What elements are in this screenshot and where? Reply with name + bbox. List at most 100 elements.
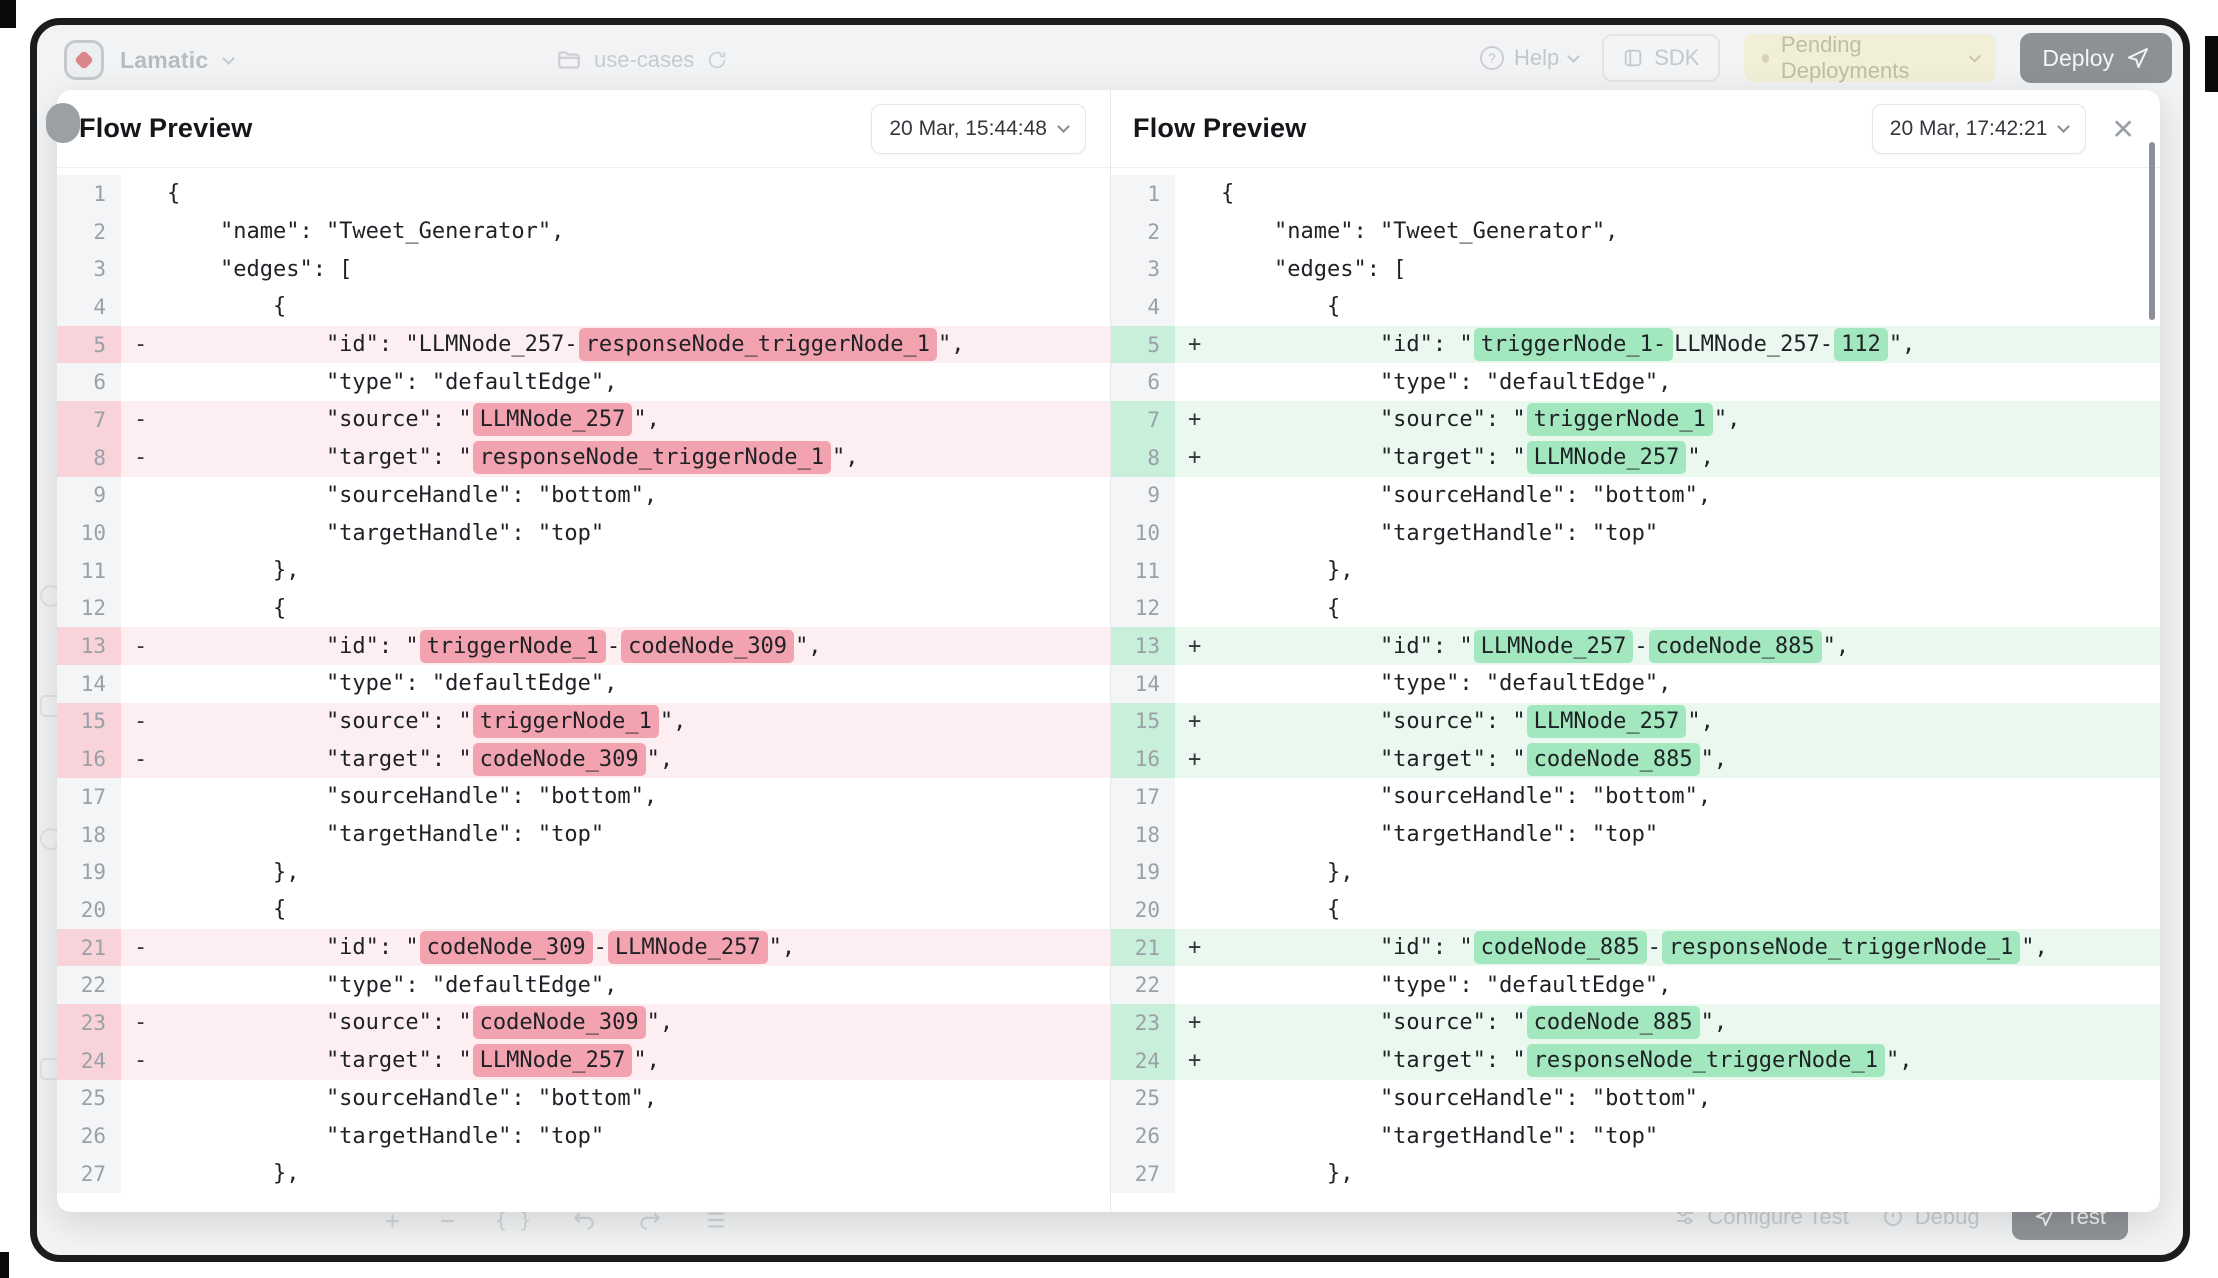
code-text: "sourceHandle": "bottom", bbox=[167, 1085, 658, 1111]
code-line: 17 "sourceHandle": "bottom", bbox=[1111, 778, 2160, 816]
chevron-down-icon bbox=[222, 51, 236, 65]
code-text: "target": "codeNode_885", bbox=[1221, 742, 1727, 776]
line-number: 4 bbox=[1111, 288, 1175, 326]
breadcrumb[interactable]: use-cases bbox=[556, 40, 728, 80]
line-number: 18 bbox=[57, 815, 121, 854]
code-line: 19 }, bbox=[1111, 853, 2160, 892]
code-line: 14 "type": "defaultEdge", bbox=[57, 664, 1110, 703]
code-line: 23- "source": "codeNode_309", bbox=[57, 1004, 1110, 1042]
addition-marker: + bbox=[1188, 746, 1202, 772]
line-number: 9 bbox=[57, 476, 121, 515]
line-number: 3 bbox=[1111, 250, 1175, 289]
sliders-icon bbox=[1677, 1209, 1694, 1225]
code-line: 13- "id": "triggerNode_1-codeNode_309", bbox=[57, 627, 1110, 665]
line-number: 4 bbox=[57, 288, 121, 326]
line-number: 27 bbox=[1111, 1154, 1175, 1193]
code-text: "target": "LLMNode_257", bbox=[167, 1044, 660, 1078]
zoom-out-icon[interactable]: − bbox=[440, 1205, 456, 1235]
code-text: "id": "codeNode_309-LLMNode_257", bbox=[167, 931, 795, 965]
code-text: "targetHandle": "top" bbox=[167, 520, 605, 546]
line-number: 10 bbox=[57, 514, 121, 552]
fit-view-icon[interactable]: { } bbox=[495, 1208, 532, 1232]
addition-marker: + bbox=[1188, 1010, 1202, 1036]
code-line: 2 "name": "Tweet_Generator", bbox=[1111, 212, 2160, 251]
code-text: "id": "LLMNode_257-responseNode_triggerN… bbox=[167, 328, 964, 362]
line-number: 26 bbox=[57, 1117, 121, 1155]
folder-icon bbox=[558, 51, 580, 69]
addition-marker: + bbox=[1188, 708, 1202, 734]
list-icon[interactable] bbox=[703, 1207, 729, 1233]
line-number: 20 bbox=[1111, 891, 1175, 929]
diff-word-highlight: LLMNode_257 bbox=[472, 1044, 633, 1078]
code-line: 16- "target": "codeNode_309", bbox=[57, 740, 1110, 778]
code-diff-before: 1{2 "name": "Tweet_Generator",3 "edges":… bbox=[57, 168, 1110, 1212]
line-number: 12 bbox=[1111, 589, 1175, 628]
zoom-in-icon[interactable]: + bbox=[385, 1205, 401, 1235]
diff-word-highlight: LLMNode_257 bbox=[607, 931, 768, 965]
version-timestamp-dropdown[interactable]: 20 Mar, 15:44:48 bbox=[871, 103, 1086, 154]
code-text: "sourceHandle": "bottom", bbox=[167, 482, 658, 508]
code-line: 5- "id": "LLMNode_257-responseNode_trigg… bbox=[57, 325, 1110, 364]
deletion-marker: - bbox=[134, 633, 148, 659]
code-line: 16+ "target": "codeNode_885", bbox=[1111, 740, 2160, 778]
line-number: 5 bbox=[57, 325, 121, 364]
line-number: 6 bbox=[1111, 363, 1175, 402]
code-text: "name": "Tweet_Generator", bbox=[167, 219, 565, 245]
code-text: { bbox=[167, 294, 287, 320]
diff-word-highlight: LLMNode_257 bbox=[472, 403, 633, 437]
diff-word-highlight: LLMNode_257 bbox=[1526, 704, 1687, 738]
code-text: }, bbox=[1221, 859, 1354, 885]
redo-icon[interactable] bbox=[637, 1207, 663, 1233]
edge-artifact bbox=[0, 0, 16, 28]
deploy-button[interactable]: Deploy bbox=[2020, 33, 2172, 83]
diff-word-highlight: responseNode_triggerNode_1 bbox=[578, 328, 937, 362]
code-text: "source": "LLMNode_257", bbox=[167, 403, 660, 437]
diff-word-highlight: codeNode_309 bbox=[419, 931, 593, 965]
canvas-toolbar: + − { } bbox=[385, 1202, 815, 1238]
code-text: "type": "defaultEdge", bbox=[167, 369, 618, 395]
lamatic-logo-icon bbox=[64, 40, 104, 80]
brand-group[interactable]: Lamatic bbox=[64, 36, 236, 84]
code-line: 7+ "source": "triggerNode_1", bbox=[1111, 401, 2160, 439]
code-diff-after: 1{2 "name": "Tweet_Generator",3 "edges":… bbox=[1111, 168, 2160, 1212]
pending-deployments-button[interactable]: Pending Deployments bbox=[1743, 32, 1997, 83]
line-number: 11 bbox=[57, 551, 121, 590]
line-number: 8 bbox=[1111, 438, 1175, 477]
code-line: 1{ bbox=[1111, 175, 2160, 213]
line-number: 15 bbox=[57, 702, 121, 741]
code-line: 7- "source": "LLMNode_257", bbox=[57, 401, 1110, 439]
code-line: 1{ bbox=[57, 175, 1110, 213]
line-number: 1 bbox=[1111, 175, 1175, 213]
code-line: 27 }, bbox=[1111, 1154, 2160, 1193]
line-number: 13 bbox=[57, 627, 121, 665]
code-text: "id": "codeNode_885-responseNode_trigger… bbox=[1221, 931, 2048, 965]
code-line: 9 "sourceHandle": "bottom", bbox=[1111, 476, 2160, 515]
code-text: { bbox=[167, 595, 287, 621]
sdk-button[interactable]: SDK bbox=[1602, 34, 1720, 82]
code-line: 6 "type": "defaultEdge", bbox=[57, 363, 1110, 402]
undo-icon[interactable] bbox=[571, 1207, 597, 1233]
code-text: "type": "defaultEdge", bbox=[1221, 972, 1672, 998]
diff-word-highlight: LLMNode_257 bbox=[1526, 441, 1687, 475]
addition-marker: + bbox=[1188, 633, 1202, 659]
line-number: 22 bbox=[57, 966, 121, 1005]
help-button[interactable]: ? Help bbox=[1480, 45, 1581, 71]
refresh-icon[interactable] bbox=[706, 49, 728, 71]
line-number: 9 bbox=[1111, 476, 1175, 515]
addition-marker: + bbox=[1188, 445, 1202, 471]
code-line: 15- "source": "triggerNode_1", bbox=[57, 702, 1110, 741]
flow-preview-modal: Flow Preview 20 Mar, 15:44:48 1{2 "name"… bbox=[57, 90, 2160, 1212]
version-timestamp-dropdown[interactable]: 20 Mar, 17:42:21 bbox=[1871, 103, 2087, 154]
addition-marker: + bbox=[1188, 1048, 1202, 1074]
close-icon[interactable]: × bbox=[2112, 108, 2134, 149]
brand-name: Lamatic bbox=[120, 46, 209, 73]
line-number: 7 bbox=[1111, 401, 1175, 439]
code-line: 24+ "target": "responseNode_triggerNode_… bbox=[1111, 1041, 2160, 1080]
drawer-handle[interactable] bbox=[46, 103, 80, 143]
line-number: 7 bbox=[57, 401, 121, 439]
code-text: }, bbox=[167, 558, 300, 584]
scrollbar-thumb[interactable] bbox=[2149, 142, 2155, 320]
deploy-label: Deploy bbox=[2042, 44, 2114, 71]
code-text: "target": "LLMNode_257", bbox=[1221, 441, 1714, 475]
